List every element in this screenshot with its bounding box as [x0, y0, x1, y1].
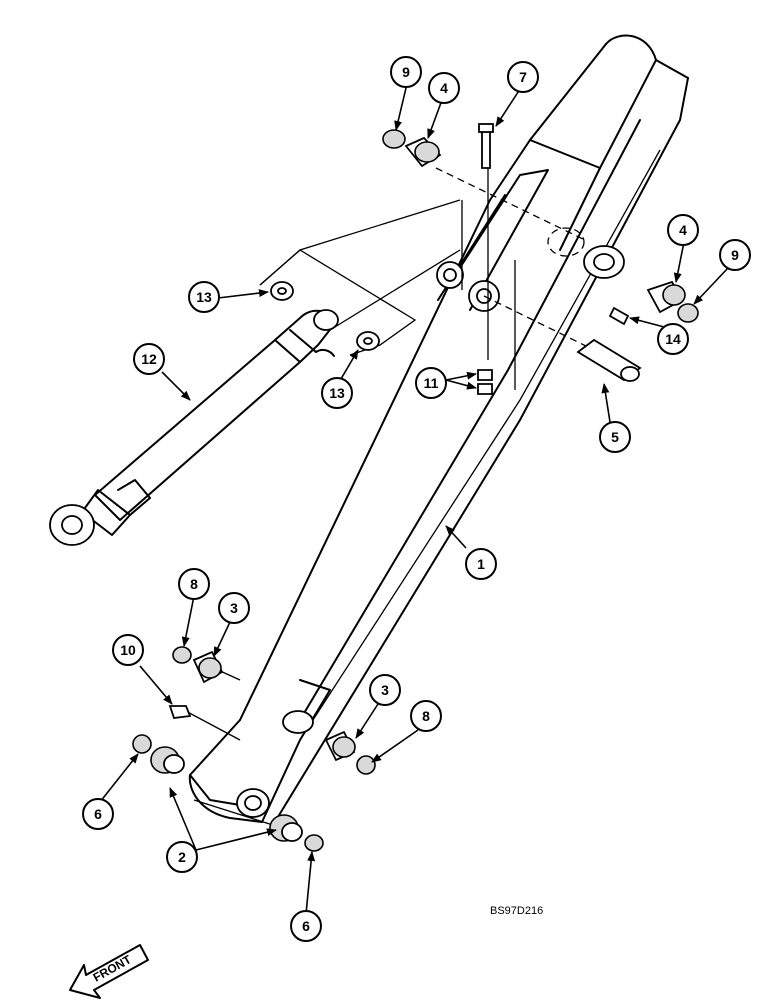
small-parts — [132, 123, 699, 852]
svg-text:9: 9 — [402, 64, 410, 80]
callout-4a: 4 — [428, 72, 460, 104]
callout-8a: 8 — [178, 568, 210, 600]
callout-13b: 13 — [321, 377, 353, 409]
svg-text:14: 14 — [665, 331, 681, 347]
drawing-code: BS97D216 — [490, 905, 543, 917]
callout-6b: 6 — [290, 910, 322, 942]
svg-text:6: 6 — [302, 918, 310, 934]
callout-5: 5 — [599, 421, 631, 453]
callout-1: 1 — [465, 548, 497, 580]
callout-2a: 2 — [166, 841, 198, 873]
svg-text:5: 5 — [611, 429, 619, 445]
callout-12: 12 — [133, 343, 165, 375]
callout-9b: 9 — [719, 239, 751, 271]
callout-13a: 13 — [188, 281, 220, 313]
svg-text:3: 3 — [381, 682, 389, 698]
front-arrow: FRONT — [69, 944, 149, 999]
svg-text:9: 9 — [731, 247, 739, 263]
svg-text:8: 8 — [190, 576, 198, 592]
callout-11: 11 — [415, 367, 447, 399]
svg-text:10: 10 — [120, 642, 136, 658]
callout-3a: 3 — [218, 592, 250, 624]
svg-text:3: 3 — [230, 600, 238, 616]
callout-14: 14 — [657, 323, 689, 355]
svg-text:13: 13 — [329, 385, 345, 401]
svg-text:13: 13 — [196, 289, 212, 305]
callout-6a: 6 — [82, 798, 114, 830]
svg-text:8: 8 — [422, 708, 430, 724]
svg-text:1: 1 — [477, 556, 485, 572]
callout-9a: 9 — [390, 56, 422, 88]
boom-cylinder — [49, 309, 339, 546]
svg-text:12: 12 — [141, 351, 157, 367]
callout-8b: 8 — [410, 700, 442, 732]
leader-lines — [99, 85, 729, 915]
callout-7: 7 — [507, 61, 539, 93]
svg-text:4: 4 — [679, 222, 687, 238]
svg-text:7: 7 — [519, 69, 527, 85]
svg-text:6: 6 — [94, 806, 102, 822]
svg-text:11: 11 — [424, 375, 439, 391]
callout-4b: 4 — [667, 214, 699, 246]
svg-text:2: 2 — [178, 849, 186, 865]
callout-3b: 3 — [369, 674, 401, 706]
svg-text:4: 4 — [440, 80, 448, 96]
callout-10: 10 — [112, 634, 144, 666]
